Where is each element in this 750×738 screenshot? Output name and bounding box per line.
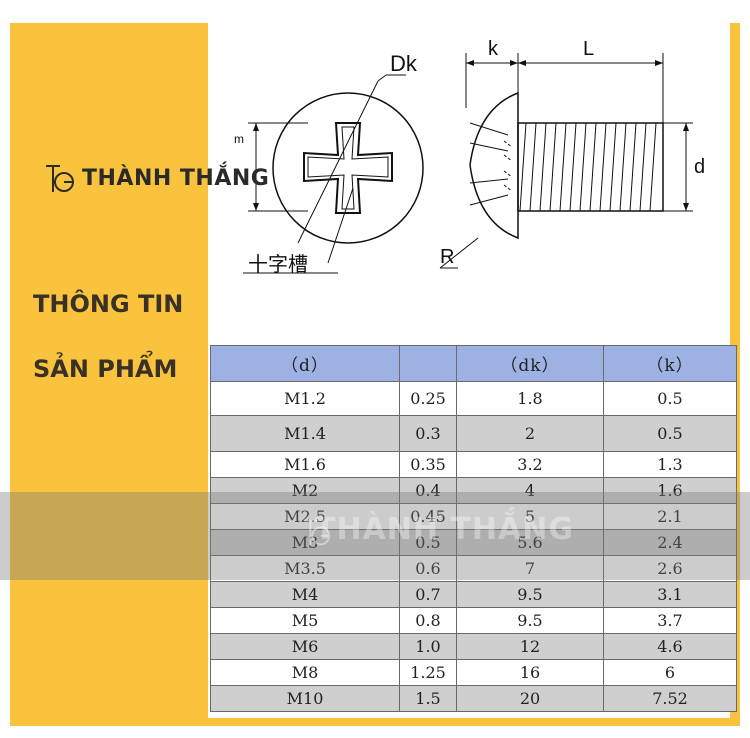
header-blank [399,345,457,382]
header-d: （d） [210,345,400,382]
section-title-line2: SẢN PHẨM [33,355,178,383]
label-R: R [440,246,454,268]
cell-dk: 20 [456,685,604,712]
cell-dk: 9.5 [456,581,604,608]
cell-pitch: 0.8 [399,607,457,634]
cell-d: M2.5 [210,503,400,530]
cell-pitch: 0.25 [399,381,457,416]
cell-pitch: 0.35 [399,451,457,478]
cell-d: M10 [210,685,400,712]
cell-dk: 2 [456,415,604,452]
cell-d: M2 [210,477,400,504]
cell-pitch: 0.6 [399,555,457,582]
brand-name: THÀNH THẮNG [82,165,270,191]
cell-dk: 4 [456,477,604,504]
cell-k: 4.6 [603,633,737,660]
cell-pitch: 1.0 [399,633,457,660]
cell-dk: 3.2 [456,451,604,478]
tg-logo-icon [46,165,74,192]
cell-dk: 9.5 [456,607,604,634]
cell-dk: 7 [456,555,604,582]
cell-dk: 12 [456,633,604,660]
cell-d: M3 [210,529,400,556]
cell-k: 3.1 [603,581,737,608]
label-dk: Dk [390,51,418,76]
cell-d: M1.4 [210,415,400,452]
yellow-bottom-border [10,718,740,726]
cell-k: 6 [603,659,737,686]
cell-d: M1.6 [210,451,400,478]
cell-d: M6 [210,633,400,660]
label-d: d [694,156,705,178]
cell-d: M8 [210,659,400,686]
cell-k: 2.4 [603,529,737,556]
yellow-side-panel [10,23,208,723]
cell-pitch: 0.7 [399,581,457,608]
label-L: L [583,38,594,60]
cell-d: M3.5 [210,555,400,582]
cell-k: 7.52 [603,685,737,712]
screw-head-side-view [469,91,519,240]
cell-dk: 16 [456,659,604,686]
cell-d: M5 [210,607,400,634]
cell-k: 0.5 [603,415,737,452]
cell-dk: 1.8 [456,381,604,416]
cell-dk: 5 [456,503,604,530]
cell-pitch: 0.5 [399,529,457,556]
label-k: k [488,38,499,60]
label-cross-slot: 十字槽 [248,253,308,276]
screw-technical-drawing: Dk k L d R m 十字槽 [234,38,705,276]
brand-logo-group: THÀNH THẮNG [42,158,269,198]
cell-k: 3.7 [603,607,737,634]
cell-k: 1.3 [603,451,737,478]
header-k: （k） [603,345,737,382]
cell-pitch: 1.25 [399,659,457,686]
section-title-line1: THÔNG TIN [33,290,184,318]
cell-k: 1.6 [603,477,737,504]
header-dk: （dk） [456,345,604,382]
cell-pitch: 0.4 [399,477,457,504]
screw-head-top-view [272,92,424,244]
cell-d: M4 [210,581,400,608]
watermark-logo-icon [303,519,331,546]
cell-pitch: 1.5 [399,685,457,712]
cell-dk: 5.6 [456,529,604,556]
cell-k: 0.5 [603,381,737,416]
cell-k: 2.6 [603,555,737,582]
cell-k: 2.1 [603,503,737,530]
cell-pitch: 0.3 [399,415,457,452]
cell-d: M1.2 [210,381,400,416]
table-header-row: （d） （dk） （k） [210,345,737,382]
cell-pitch: 0.45 [399,503,457,530]
phillips-cross-icon [303,122,393,214]
label-m: m [234,132,244,146]
